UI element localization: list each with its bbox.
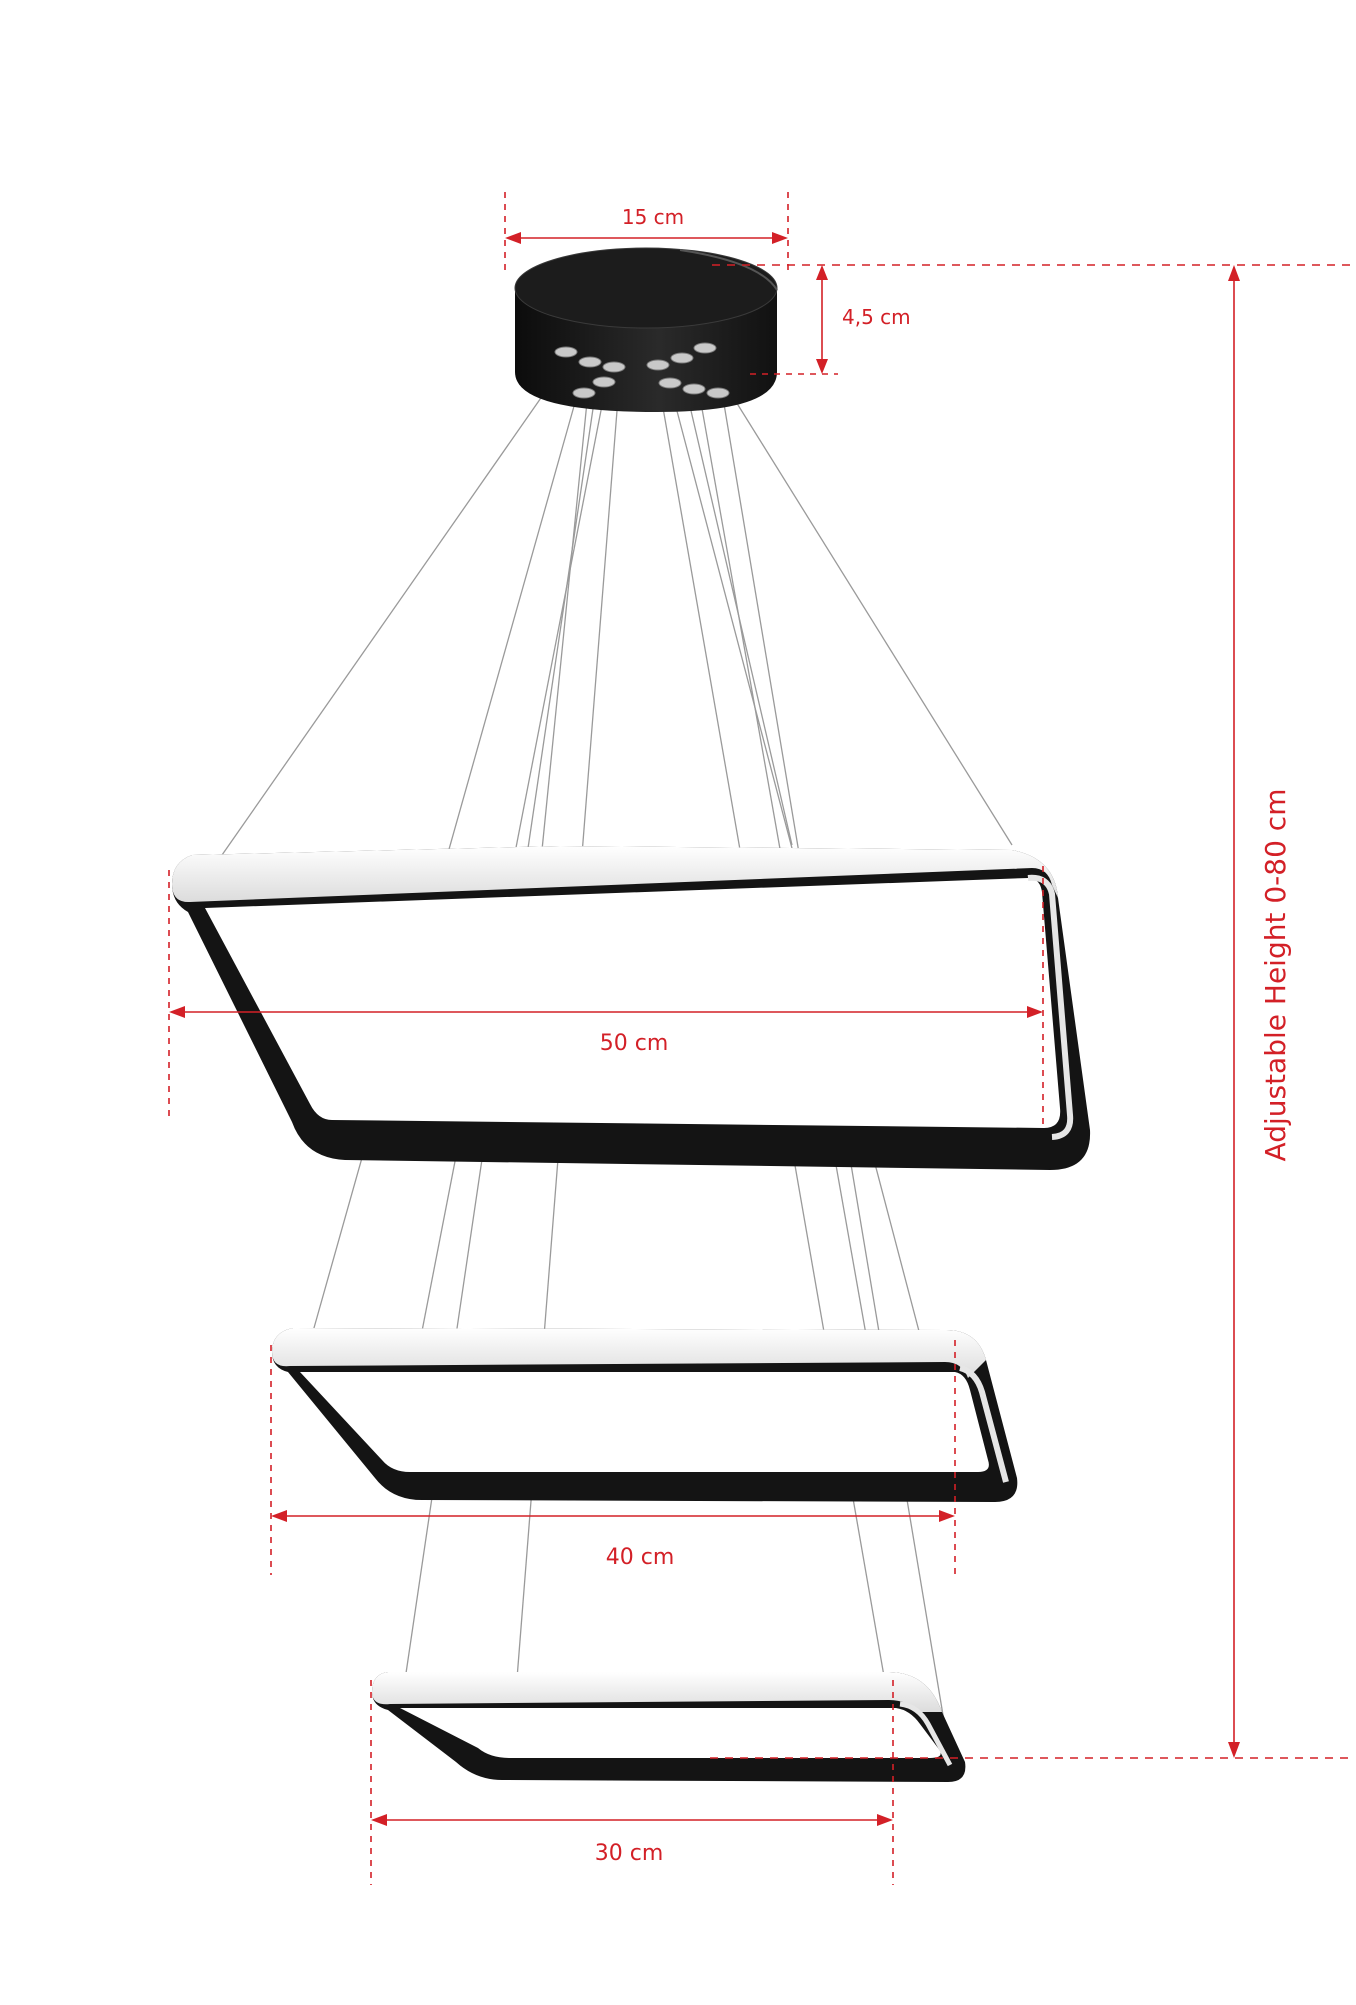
ceiling-canopy: [514, 247, 778, 412]
wire-grip: [658, 377, 682, 389]
wire-grip: [602, 361, 626, 373]
wire: [221, 361, 567, 856]
wire: [541, 371, 591, 851]
wire-grip: [693, 342, 717, 354]
arrow-left-icon: [169, 1006, 185, 1018]
large-ring: [172, 846, 1091, 1170]
wire-grip: [578, 356, 602, 368]
medium-ring: [272, 1328, 1018, 1502]
wire-grip: [572, 387, 596, 399]
wire-grip: [592, 376, 616, 388]
wire-grip: [554, 346, 578, 358]
dimension-arrows: [169, 232, 1240, 1826]
arrow-right-icon: [877, 1814, 893, 1826]
arrow-right-icon: [1027, 1006, 1043, 1018]
large-ring-width-label: 50 cm: [600, 1031, 669, 1056]
wire-grips: [554, 342, 730, 399]
wire-grip: [646, 359, 670, 371]
medium-ring-width-label: 40 cm: [606, 1545, 675, 1570]
wire-grip: [682, 383, 706, 395]
arrow-left-icon: [505, 232, 521, 244]
arrow-down-icon: [816, 359, 828, 374]
wire: [704, 351, 1013, 846]
small-ring-width-label: 30 cm: [595, 1841, 664, 1866]
arrow-up-icon: [816, 265, 828, 280]
wire-grip: [706, 387, 730, 399]
arrow-right-icon: [772, 232, 788, 244]
wire-grip: [670, 352, 694, 364]
canopy-width-label: 15 cm: [622, 205, 684, 229]
dimension-lines: [168, 192, 1352, 1885]
arrow-right-icon: [939, 1510, 955, 1522]
arrow-up-icon: [1228, 265, 1240, 281]
arrow-left-icon: [371, 1814, 387, 1826]
arrow-left-icon: [271, 1510, 287, 1522]
small-ring: [372, 1672, 966, 1782]
adjustable-height-label: Adjustable Height 0-80 cm: [1259, 789, 1292, 1162]
canopy-height-label: 4,5 cm: [842, 305, 911, 329]
arrow-down-icon: [1228, 1742, 1240, 1758]
